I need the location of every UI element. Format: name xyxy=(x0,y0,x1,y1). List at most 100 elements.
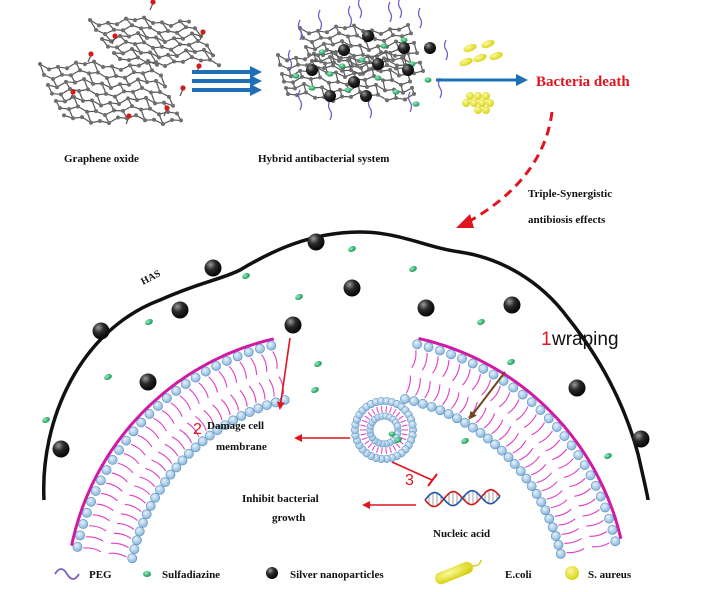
lipid-head xyxy=(96,475,106,486)
lipid-head xyxy=(190,372,201,383)
dna-helix xyxy=(424,488,501,508)
inhibit-bacterial-label: Inhibit bacterial xyxy=(242,493,319,505)
saureus-cell xyxy=(470,99,478,107)
legend-ecoli-label: E.coli xyxy=(505,569,532,581)
sulfadiazine-particle xyxy=(314,360,322,368)
lipid-head xyxy=(467,358,478,369)
sulfadiazine-particle xyxy=(42,416,50,424)
saureus-cell xyxy=(478,99,486,107)
lipid-vesicle xyxy=(350,397,418,463)
sulfadiazine-particle xyxy=(311,386,319,394)
peg-chain xyxy=(443,39,449,61)
silver-dot xyxy=(424,42,436,54)
lipid-head xyxy=(509,459,520,469)
ecoli-icon xyxy=(435,559,482,585)
saureus-cell xyxy=(486,99,494,107)
lipid-head xyxy=(531,489,542,499)
sulfadiazine-particle xyxy=(295,293,303,301)
lipid-head xyxy=(171,385,182,396)
ecoli-cell xyxy=(489,51,503,61)
lipid-head xyxy=(200,366,211,377)
cell-membrane-left xyxy=(70,337,290,564)
antibiosis-effects-label: antibiosis effects xyxy=(528,214,606,226)
silver-nanoparticle xyxy=(52,440,70,458)
lipid-head xyxy=(412,339,423,350)
sulfadiazine-dot xyxy=(388,431,396,437)
lipid-head xyxy=(408,420,417,429)
lipid-head xyxy=(144,409,155,419)
death-arrow xyxy=(436,74,528,86)
silver-nanoparticle xyxy=(343,279,361,297)
lipid-head xyxy=(155,484,165,495)
peg-chain xyxy=(417,7,423,29)
lipid-head xyxy=(490,439,500,450)
has-label: HAS xyxy=(139,268,163,288)
lipid-head xyxy=(607,524,618,535)
peg-chain xyxy=(407,91,413,113)
sulfadiazine-dot xyxy=(338,63,346,69)
lipid-head xyxy=(243,347,254,358)
graphene-oxide-sheet xyxy=(38,0,221,126)
lipid-head xyxy=(90,486,101,496)
oxygen-group xyxy=(164,105,170,111)
sulfadiazine-dot xyxy=(380,43,388,49)
lipid-head xyxy=(497,445,507,456)
sulfadiazine-particle xyxy=(477,318,485,326)
peg-icon xyxy=(54,568,80,580)
ecoli-cell xyxy=(463,43,477,53)
peg-chain xyxy=(357,0,363,19)
saureus-cell xyxy=(474,106,482,114)
silver-dot xyxy=(362,30,374,42)
peg-chain xyxy=(317,9,323,31)
lipid-head xyxy=(262,400,272,411)
lipid-head xyxy=(517,389,528,400)
saureus-cell xyxy=(482,92,490,100)
saureus-cell xyxy=(466,92,474,100)
silver-dot xyxy=(360,90,372,102)
lipid-head xyxy=(228,415,239,426)
lipid-head xyxy=(177,455,188,466)
lipid-head xyxy=(417,398,428,409)
lipid-head xyxy=(400,394,410,404)
membrane-label: membrane xyxy=(216,441,267,453)
dna-strand xyxy=(424,489,501,507)
sulfadiazine-particle xyxy=(507,358,515,366)
hybrid-system-label: Hybrid antibacterial system xyxy=(258,153,389,165)
lipid-head xyxy=(503,452,514,463)
silver-nanoparticles xyxy=(52,233,650,458)
lipid-head xyxy=(559,431,570,441)
oxygen-group xyxy=(126,113,132,119)
hybrid-antibacterial-sheet xyxy=(276,0,449,121)
lipid-head xyxy=(253,403,264,414)
lipid-head xyxy=(475,428,486,438)
silver-dot xyxy=(372,58,384,70)
lipid-head xyxy=(483,433,493,444)
oxygen-group xyxy=(112,33,118,39)
silver-nanoparticle xyxy=(92,322,110,340)
sulfadiazine-icon xyxy=(143,571,151,577)
lipid-head xyxy=(393,422,402,430)
lipid-head xyxy=(604,513,614,524)
silver-dot xyxy=(306,64,318,76)
lipid-head xyxy=(150,492,161,503)
nucleic-acid-label: Nucleic acid xyxy=(433,528,490,540)
silver-nanoparticle xyxy=(139,373,157,391)
sulfadiazine-dot xyxy=(412,101,420,107)
lipid-head xyxy=(204,430,215,441)
lipid-head xyxy=(131,535,142,546)
step-1-label: wraping xyxy=(551,329,619,350)
growth-label: growth xyxy=(272,512,305,524)
silver-nanoparticle xyxy=(284,316,302,334)
lipid-head xyxy=(244,407,255,417)
lipid-head xyxy=(78,519,89,529)
lipid-head xyxy=(145,501,156,511)
wrap-arrow xyxy=(468,371,506,420)
silver-nanoparticle-icon xyxy=(266,567,278,579)
sulfadiazine-dot xyxy=(318,49,326,55)
silver-nanoparticle xyxy=(307,233,325,251)
silver-dot xyxy=(338,44,350,56)
lipid-head xyxy=(526,481,537,491)
lipid-head xyxy=(129,544,140,555)
silver-nanoparticle xyxy=(417,299,435,317)
saureus-icon xyxy=(565,566,579,580)
